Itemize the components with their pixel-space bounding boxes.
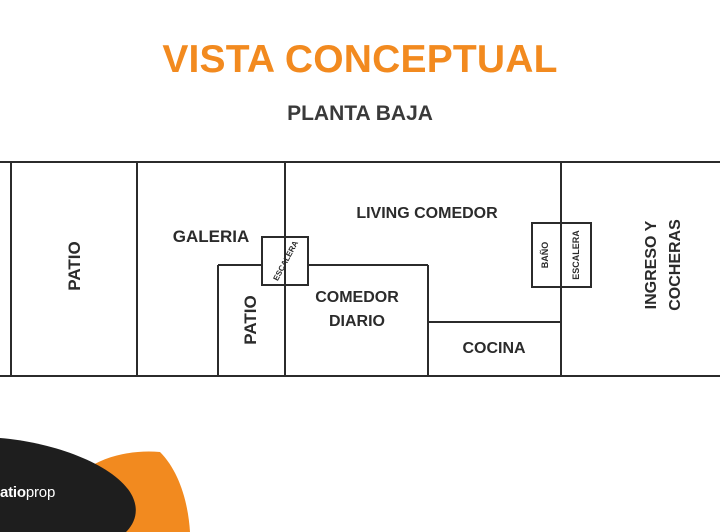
page-title: VISTA CONCEPTUAL xyxy=(162,38,558,81)
brand-dark-shape xyxy=(0,438,136,532)
room-label-living-comedor: LIVING COMEDOR xyxy=(356,205,498,222)
stair-box-galeria xyxy=(261,236,309,286)
room-label-patio: PATIO xyxy=(65,241,84,290)
room-label-escalera-right: ESCALERA xyxy=(571,230,581,280)
room-label-cocina: COCINA xyxy=(462,340,526,357)
room-label-comedor-diario-2: DIARIO xyxy=(329,313,385,330)
brand-text-regular: prop xyxy=(25,484,56,501)
room-label-ingreso-2: COCHERAS xyxy=(667,219,684,311)
room-label-galeria: GALERIA xyxy=(173,227,250,246)
room-label-ingreso-1: INGRESO Y xyxy=(643,220,660,309)
floor-subtitle: PLANTA BAJA xyxy=(287,102,433,125)
room-label-comedor-diario-1: COMEDOR xyxy=(315,289,399,306)
room-label-patio-inner: PATIO xyxy=(241,295,260,344)
brand-logo-text: atioprop xyxy=(0,484,55,501)
room-label-bano: BAÑO xyxy=(540,242,550,269)
brand-text-bold: atio xyxy=(0,484,26,501)
